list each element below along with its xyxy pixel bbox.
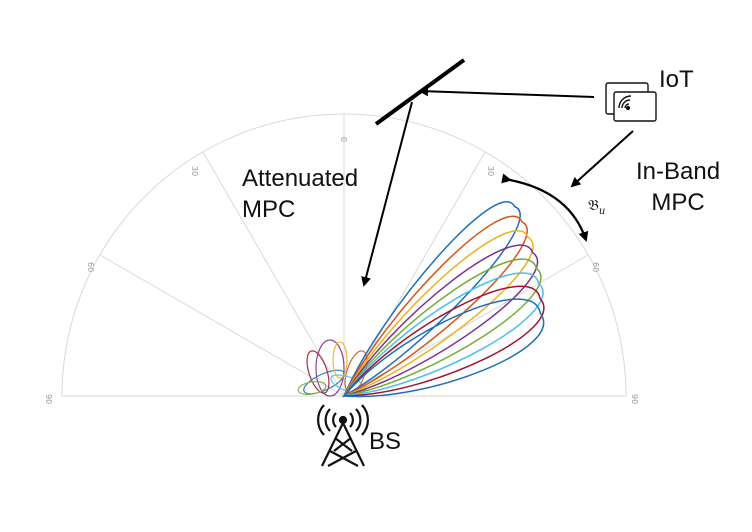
- beam-symbol: 𝔅: [588, 196, 599, 214]
- attenuated-mpc-label: Attenuated MPC: [242, 163, 358, 225]
- polar-grid: [61, 113, 627, 397]
- bs-tower-icon: [317, 404, 369, 467]
- iot-label: IoT: [659, 66, 694, 93]
- tick-label: 30: [190, 166, 199, 176]
- tick-label: 60: [591, 262, 600, 272]
- beam-lobe: [342, 244, 539, 398]
- beam-lobe: [342, 298, 545, 398]
- iot-to-reflector-arrow: [418, 86, 595, 98]
- tick-label: 90: [44, 394, 53, 404]
- beam-lobe: [342, 272, 544, 397]
- beam-lobe: [342, 285, 545, 397]
- iot-device-icon: [605, 82, 657, 122]
- inband-label-line2: MPC: [651, 189, 705, 216]
- iot-to-beam-arrow: [570, 130, 634, 188]
- tick-label: 60: [86, 262, 95, 272]
- beam-subscript: u: [598, 206, 606, 217]
- beam-sweep-arrow: [501, 173, 589, 242]
- reflector-to-bs-arrow: [361, 101, 413, 287]
- polar-tick-labels: 0 30 60 90 30 60 90: [44, 137, 639, 404]
- bs-label: BS: [369, 428, 402, 455]
- beam-set-label: 𝔅u: [588, 196, 605, 217]
- inband-mpc-label: In-Band MPC: [636, 156, 720, 218]
- tick-label: 90: [630, 394, 639, 404]
- beam-lobes: [342, 201, 545, 398]
- attenuated-label-line1: Attenuated: [242, 165, 359, 192]
- attenuated-label-line2: MPC: [242, 196, 296, 223]
- tick-label: 30: [486, 166, 495, 176]
- tick-label: 0: [339, 137, 348, 142]
- inband-label-line1: In-Band: [636, 158, 721, 185]
- beam-lobe: [342, 258, 542, 398]
